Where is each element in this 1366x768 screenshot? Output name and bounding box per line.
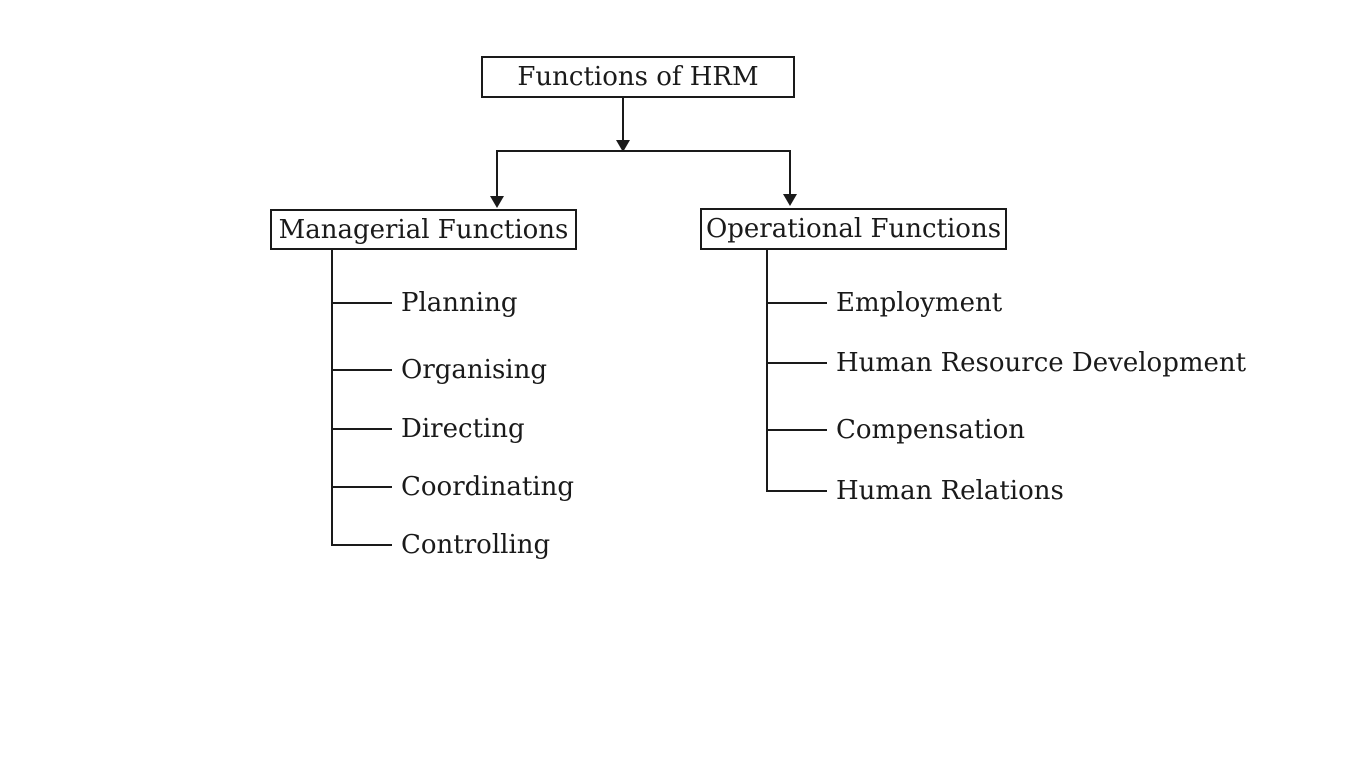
tick-line [767, 362, 827, 364]
leaf-label: Employment [836, 288, 1003, 318]
leaf-item-controlling: Controlling [332, 525, 550, 565]
tick-line [767, 490, 827, 492]
leaf-item-coordinating: Coordinating [332, 467, 574, 507]
operational-spine-line [766, 250, 768, 492]
leaf-label: Coordinating [401, 472, 574, 502]
branch-node-operational: Operational Functions [700, 208, 1007, 250]
tick-line [767, 429, 827, 431]
leaf-item-human-relations: Human Relations [767, 471, 1064, 511]
tick-line [332, 302, 392, 304]
tick-line [332, 369, 392, 371]
leaf-label: Controlling [401, 530, 551, 560]
operational-arrowhead-icon [783, 194, 797, 206]
leaf-item-human-resource-development: Human Resource Development [767, 343, 1246, 383]
branch-node-managerial: Managerial Functions [270, 209, 577, 250]
leaf-item-employment: Employment [767, 283, 1002, 323]
branch-rail-line [496, 150, 791, 152]
leaf-item-compensation: Compensation [767, 410, 1025, 450]
root-arrowhead-icon [616, 140, 630, 152]
leaf-item-organising: Organising [332, 350, 547, 390]
managerial-arrowhead-icon [490, 196, 504, 208]
leaf-label: Organising [401, 355, 547, 385]
tick-line [332, 428, 392, 430]
root-node-label: Functions of HRM [517, 62, 759, 92]
operational-connector-line [789, 151, 791, 195]
branch-node-managerial-label: Managerial Functions [278, 214, 569, 245]
leaf-label: Human Relations [836, 476, 1064, 506]
managerial-connector-line [496, 151, 498, 197]
root-node: Functions of HRM [481, 56, 795, 98]
leaf-item-directing: Directing [332, 409, 525, 449]
tick-line [332, 486, 392, 488]
leaf-label: Planning [401, 288, 518, 318]
tick-line [332, 544, 392, 546]
branch-node-operational-label: Operational Functions [705, 214, 1002, 244]
leaf-label: Human Resource Development [836, 348, 1247, 378]
leaf-item-planning: Planning [332, 283, 518, 323]
leaf-label: Compensation [836, 415, 1025, 445]
tick-line [767, 302, 827, 304]
leaf-label: Directing [401, 414, 525, 444]
root-connector-line [622, 97, 624, 141]
managerial-spine-line [331, 250, 333, 546]
